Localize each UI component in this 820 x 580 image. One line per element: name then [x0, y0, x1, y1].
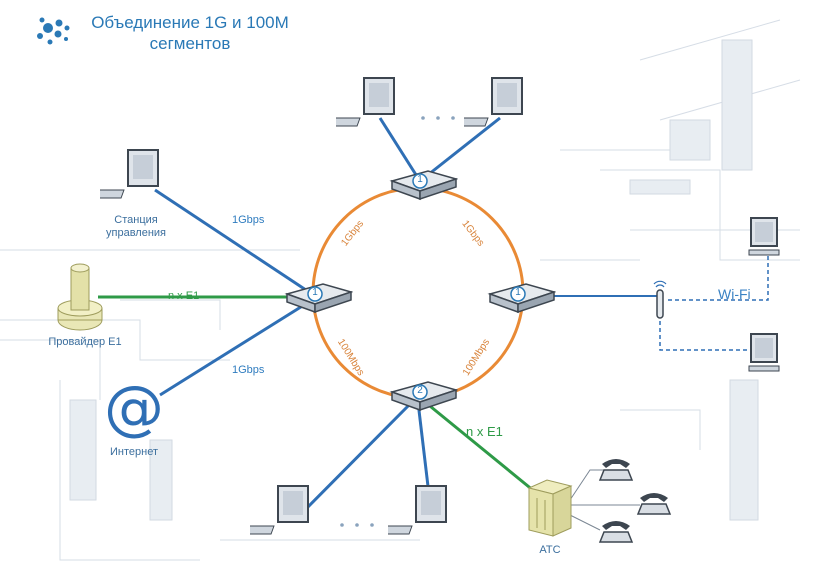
page-title: Объединение 1G и 100М сегментов: [60, 12, 320, 54]
dot-cluster-logo-icon: [37, 17, 70, 45]
telephone-icon: [598, 459, 634, 481]
internet-link: [159, 298, 313, 397]
provider-label: Провайдер Е1: [48, 336, 122, 348]
pbx-cabinet-icon: [527, 479, 573, 537]
ats-link: [424, 400, 546, 502]
title-line-1: Объединение 1G и 100М: [91, 13, 289, 32]
computer-icon: [464, 77, 523, 127]
at-sign-icon: @: [104, 373, 164, 443]
computer-icon: [336, 77, 395, 127]
switch-right-number: 1: [515, 287, 521, 298]
ats-label: АТС: [539, 544, 561, 556]
provider-terminal-icon: [57, 263, 103, 331]
switch-right: 1: [486, 280, 557, 314]
computer-icon: [388, 485, 447, 535]
station-link: [154, 188, 313, 296]
wifi-antenna-icon: [653, 280, 667, 319]
internet-speed-label: 1Gbps: [232, 364, 265, 376]
switch-left-number: 1: [312, 287, 318, 298]
computer-icon: [100, 149, 159, 199]
station-speed-label: 1Gbps: [232, 214, 265, 226]
computer-icon: [748, 333, 780, 372]
switch-top-number: 1: [417, 174, 423, 185]
ats-speed-label: n x E1: [466, 424, 503, 439]
station-label: Станция управления: [106, 214, 166, 239]
switch-bottom: 2: [388, 378, 459, 412]
switch-top: 1: [388, 167, 459, 201]
switch-bottom-number: 2: [417, 385, 423, 396]
telephone-icon: [598, 521, 634, 543]
provider-speed-label: n x E1: [168, 290, 200, 302]
network-switch-icon: [389, 170, 459, 201]
network-switch-icon: [284, 283, 354, 314]
network-switch-icon: [389, 381, 459, 412]
top-right-pc-link: [423, 116, 501, 180]
telephone-icon: [636, 493, 672, 515]
bottom-left-pc-link: [293, 398, 416, 522]
wifi-label: Wi-Fi: [718, 286, 751, 302]
top-left-pc-link: [378, 117, 420, 179]
computer-icon: [250, 485, 309, 535]
network-switch-icon: [487, 283, 557, 314]
computer-icon: [748, 217, 780, 256]
internet-label: Интернет: [110, 446, 158, 458]
switch-left: 1: [283, 280, 354, 314]
title-line-2: сегментов: [149, 34, 231, 53]
